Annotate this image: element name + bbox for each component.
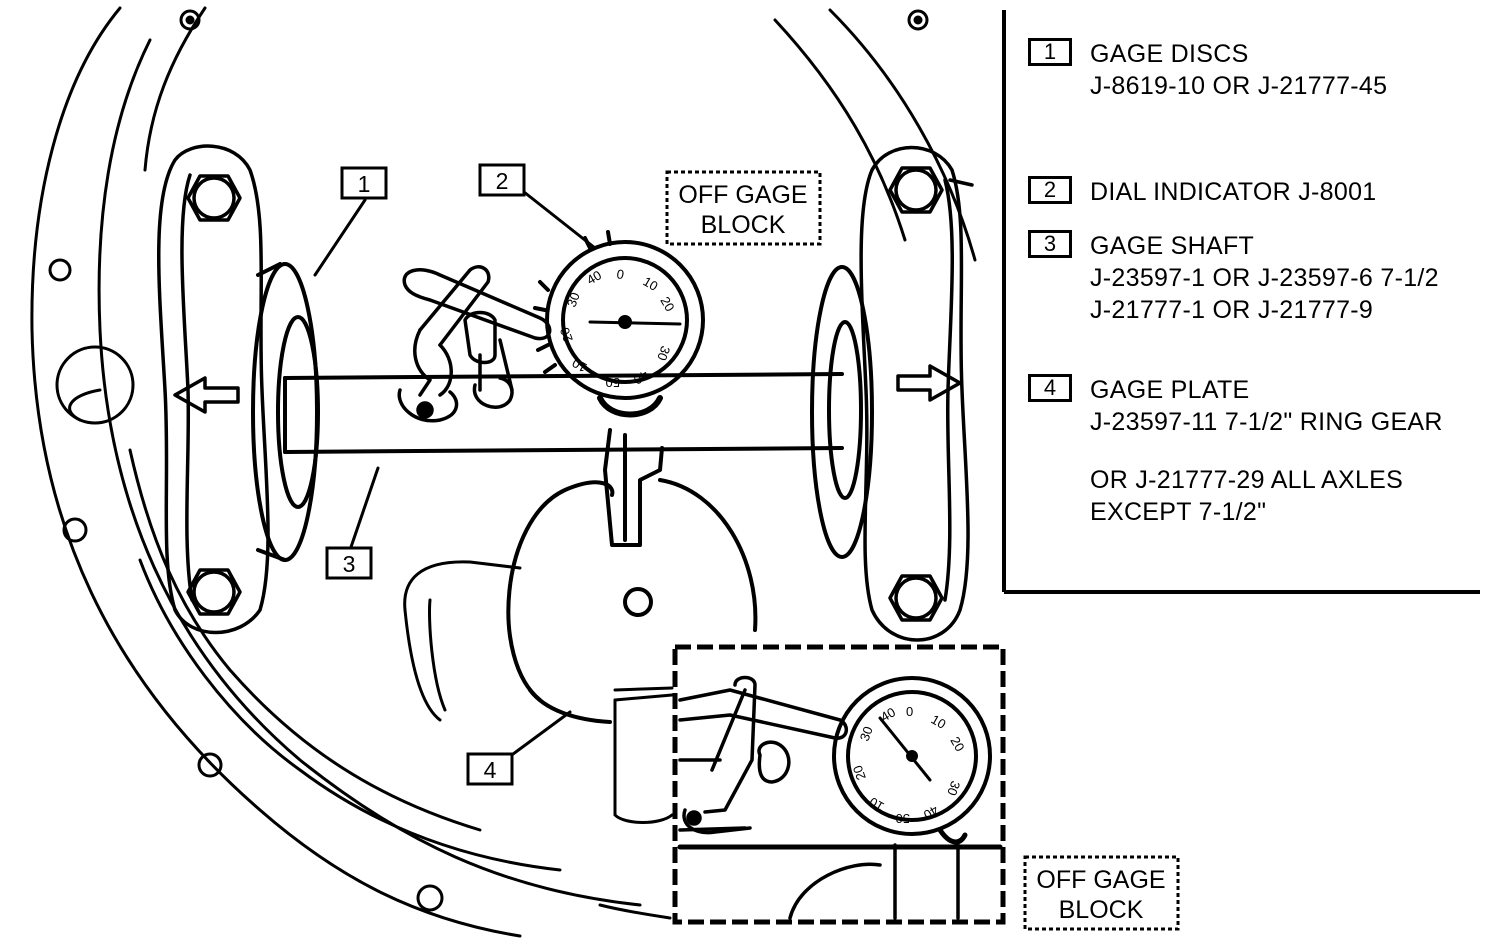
dial-number: 40 (921, 802, 941, 822)
off-gage-line1: OFF GAGE (1036, 866, 1165, 894)
callout-3: 3 (325, 546, 373, 580)
callout-2: 2 (478, 163, 526, 197)
off-gage-line2: BLOCK (1059, 896, 1144, 924)
dial-number: 20 (947, 734, 967, 754)
legend-title: DIAL INDICATOR J-8001 (1090, 178, 1377, 206)
leader-lines (313, 190, 597, 762)
dial-number: 30 (944, 779, 963, 798)
dial-number: 50 (606, 375, 620, 390)
right-gage-disc (810, 265, 874, 559)
dial-number: 20 (557, 325, 576, 344)
callout-number: 2 (496, 168, 509, 194)
dial-indicator (533, 230, 705, 547)
legend-number: 3 (1028, 230, 1072, 258)
inset-dial-numbers: 0 10 20 30 40 50 10 20 30 40 (850, 704, 968, 826)
gage-shaft (283, 372, 844, 454)
legend-frame (1002, 10, 1480, 594)
legend-line: OR J-21777-29 ALL AXLES (1090, 466, 1404, 494)
dial-number: 30 (857, 724, 876, 743)
dial-number: 40 (584, 267, 604, 287)
dial-number: 40 (878, 704, 898, 724)
legend-line: J-8619-10 OR J-21777-45 (1090, 72, 1388, 100)
dial-number: 10 (569, 355, 589, 375)
legend-line: J-23597-1 OR J-23597-6 7-1/2 (1090, 264, 1439, 292)
off-gage-block-label-top: OFF GAGE BLOCK (665, 170, 822, 246)
dial-number: 0 (615, 266, 625, 282)
callout-1: 1 (340, 166, 388, 200)
legend-number: 1 (1028, 38, 1072, 66)
dial-number: 10 (866, 794, 886, 814)
housing-outline (30, 6, 977, 938)
left-bearing-cap (157, 144, 270, 635)
dial-face-numbers: 0 10 20 30 40 50 10 20 30 40 (557, 266, 678, 390)
gage-block (613, 686, 674, 824)
dial-number: 10 (929, 712, 949, 732)
off-gage-block-label-bottom: OFF GAGE BLOCK (1023, 855, 1180, 931)
dial-number: 20 (657, 294, 677, 314)
off-gage-line1: OFF GAGE (678, 181, 807, 209)
dial-number: 20 (850, 763, 869, 782)
dial-number: 0 (906, 704, 913, 719)
legend-title: GAGE DISCS (1090, 40, 1249, 68)
off-gage-line2: BLOCK (701, 211, 786, 239)
dial-number: 30 (654, 344, 673, 363)
legend-number: 4 (1028, 374, 1072, 402)
callout-4: 4 (466, 752, 514, 786)
dial-number: 40 (631, 367, 651, 387)
legend-title: GAGE SHAFT (1090, 232, 1255, 260)
legend-number: 2 (1028, 176, 1072, 204)
dial-clamp (397, 265, 552, 423)
right-bearing-cap (859, 145, 974, 642)
left-gage-disc (251, 262, 320, 562)
housing-window (403, 560, 522, 722)
inset-detail: 0 10 20 30 40 50 10 20 30 40 (672, 644, 1006, 925)
dial-number: 30 (564, 290, 583, 309)
callout-number: 3 (343, 551, 356, 577)
legend-line: J-23597-11 7-1/2" RING GEAR (1090, 408, 1443, 436)
dial-number: 10 (641, 274, 661, 294)
gage-plate (506, 478, 758, 724)
dial-number: 50 (896, 811, 910, 826)
legend-line: J-21777-1 OR J-21777-9 (1090, 296, 1374, 324)
housing-bolt-holes (48, 9, 929, 912)
callout-number: 4 (484, 757, 497, 783)
callout-number: 1 (358, 171, 371, 197)
legend-title: GAGE PLATE (1090, 376, 1250, 404)
legend-line: EXCEPT 7-1/2" (1090, 498, 1267, 526)
legend: 1 GAGE DISCS J-8619-10 OR J-21777-45 2 D… (1004, 0, 1484, 592)
